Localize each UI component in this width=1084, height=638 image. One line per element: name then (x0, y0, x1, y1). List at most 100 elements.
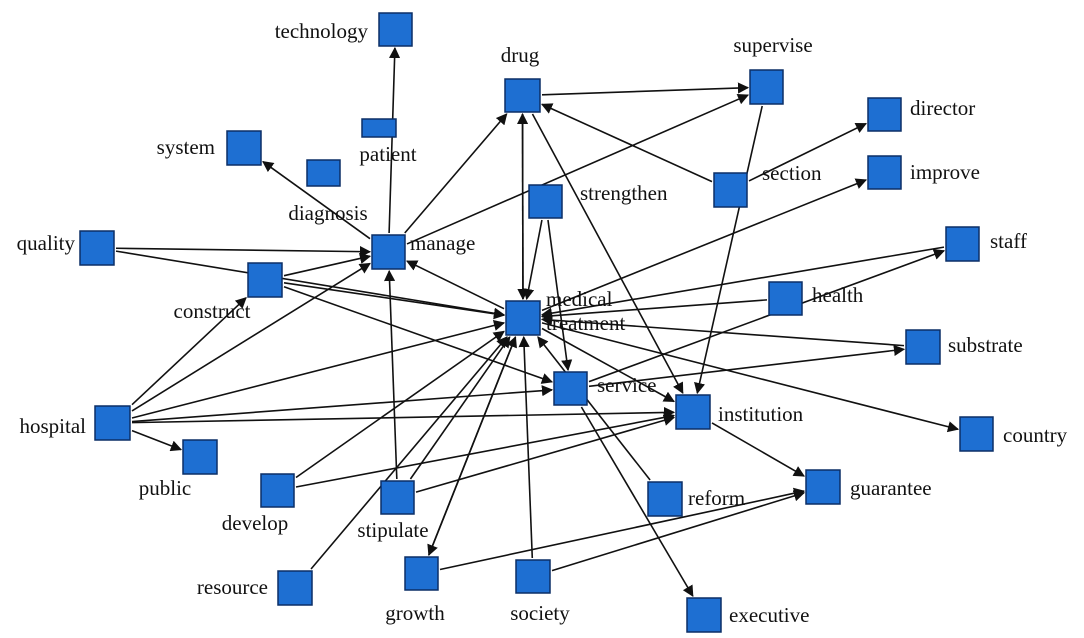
node-label-reform: reform (688, 486, 745, 510)
node-box-technology[interactable] (378, 12, 413, 47)
node-label-director: director (910, 96, 975, 120)
node-label-quality: quality (17, 231, 76, 255)
node-box-supervise[interactable] (749, 69, 784, 105)
node-public[interactable]: public (139, 439, 218, 500)
node-drug[interactable]: drug (501, 43, 541, 113)
edge-stipulate-to-medical_treatment (409, 336, 511, 480)
node-label-strengthen: strengthen (580, 181, 668, 205)
node-hospital[interactable]: hospital (20, 405, 131, 441)
node-director[interactable]: director (867, 96, 975, 132)
node-supervise[interactable]: supervise (733, 33, 813, 105)
node-label-public: public (139, 476, 192, 500)
node-system[interactable]: system (157, 130, 262, 166)
edge-health-to-medical_treatment (540, 299, 768, 322)
node-develop[interactable]: develop (222, 473, 295, 535)
node-country[interactable]: country (959, 416, 1068, 452)
node-resource[interactable]: resource (197, 570, 313, 606)
node-society[interactable]: society (510, 559, 570, 625)
node-guarantee[interactable]: guarantee (805, 469, 932, 505)
node-box-strengthen[interactable] (528, 184, 563, 219)
node-substrate[interactable]: substrate (905, 329, 1023, 365)
edge-hospital-to-medical_treatment (131, 319, 506, 419)
node-label-stipulate: stipulate (357, 518, 428, 542)
edge-society-to-medical_treatment (518, 335, 534, 559)
node-box-institution[interactable] (675, 394, 711, 430)
node-box-improve[interactable] (867, 155, 902, 190)
node-label-guarantee: guarantee (850, 476, 932, 500)
edge-medical_treatment-to-growth (427, 336, 517, 557)
node-diagnosis[interactable]: diagnosis (288, 159, 368, 225)
node-box-resource[interactable] (277, 570, 313, 606)
edge-drug-to-supervise (541, 82, 750, 96)
node-box-hospital[interactable] (94, 405, 131, 441)
node-box-reform[interactable] (647, 481, 683, 517)
node-box-quality[interactable] (79, 230, 115, 266)
node-quality[interactable]: quality (17, 230, 115, 266)
node-executive[interactable]: executive (686, 597, 809, 633)
node-box-director[interactable] (867, 97, 902, 132)
edge-manage-to-system (262, 161, 371, 240)
edge-growth-to-guarantee (439, 487, 806, 571)
node-staff[interactable]: staff (945, 226, 1027, 262)
node-construct[interactable]: construct (174, 262, 283, 323)
node-service[interactable]: service (553, 371, 656, 406)
edge-medical_treatment-to-institution (541, 327, 675, 403)
node-label-society: society (510, 601, 570, 625)
node-box-public[interactable] (182, 439, 218, 475)
node-label-diagnosis: diagnosis (288, 201, 367, 225)
node-box-guarantee[interactable] (805, 469, 841, 505)
node-box-drug[interactable] (504, 78, 541, 113)
edge-institution-to-guarantee (711, 422, 805, 477)
node-box-service[interactable] (553, 371, 588, 406)
node-technology[interactable]: technology (275, 12, 413, 47)
node-institution[interactable]: institution (675, 394, 804, 430)
node-label-growth: growth (385, 601, 445, 625)
node-box-staff[interactable] (945, 226, 980, 262)
node-health[interactable]: health (768, 281, 864, 316)
edge-staff-to-medical_treatment (540, 246, 945, 319)
node-label-develop: develop (222, 511, 288, 535)
node-improve[interactable]: improve (867, 155, 980, 190)
node-section[interactable]: section (713, 161, 822, 208)
edge-reform-to-medical_treatment (537, 336, 651, 481)
node-box-manage[interactable] (371, 234, 406, 270)
node-box-society[interactable] (515, 559, 551, 594)
node-growth[interactable]: growth (385, 556, 445, 625)
node-manage[interactable]: manage (371, 231, 475, 270)
node-box-section[interactable] (713, 172, 748, 208)
node-box-construct[interactable] (247, 262, 283, 298)
node-label-executive: executive (729, 603, 809, 627)
node-box-diagnosis[interactable] (306, 159, 341, 187)
node-label-technology: technology (275, 19, 369, 43)
node-label-construct: construct (174, 299, 251, 323)
node-box-growth[interactable] (404, 556, 439, 591)
node-box-executive[interactable] (686, 597, 722, 633)
node-strengthen[interactable]: strengthen (528, 181, 668, 219)
node-patient[interactable]: patient (359, 118, 417, 166)
node-box-stipulate[interactable] (380, 480, 415, 515)
node-stipulate[interactable]: stipulate (357, 480, 429, 542)
node-box-system[interactable] (226, 130, 262, 166)
node-box-health[interactable] (768, 281, 803, 316)
edge-stipulate-to-institution (415, 414, 676, 493)
edge-manage-to-drug (404, 113, 508, 234)
edge-strengthen-to-service (547, 219, 573, 372)
node-label-system: system (157, 135, 215, 159)
edge-service-to-executive (580, 406, 694, 597)
node-box-medical_treatment[interactable] (505, 300, 541, 336)
edge-hospital-to-manage (131, 262, 371, 412)
node-box-develop[interactable] (260, 473, 295, 508)
node-label-substrate: substrate (948, 333, 1023, 357)
edge-drug-to-institution (531, 113, 684, 394)
node-box-country[interactable] (959, 416, 994, 452)
node-box-patient[interactable] (361, 118, 397, 138)
edge-manage-to-technology (388, 46, 401, 234)
edge-supervise-to-institution (694, 105, 763, 395)
edge-develop-to-institution (295, 411, 676, 488)
edges-layer (115, 46, 960, 597)
edge-construct-to-manage (283, 252, 372, 277)
node-box-substrate[interactable] (905, 329, 941, 365)
node-reform[interactable]: reform (647, 481, 745, 517)
